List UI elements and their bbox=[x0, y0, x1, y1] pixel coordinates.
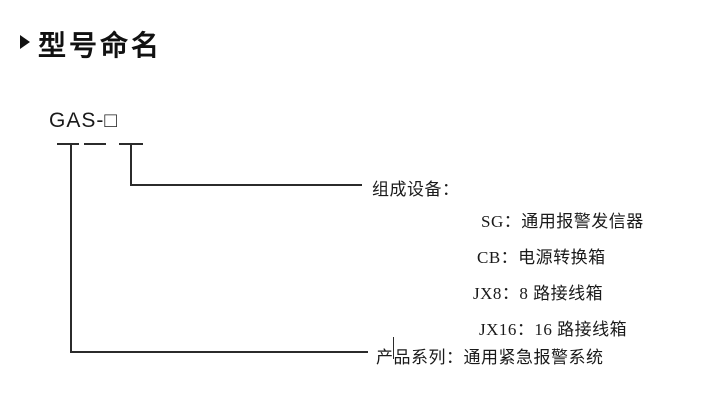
component-connector-horizontal-line bbox=[130, 184, 362, 186]
component-item-jx16: JX16：16 路接线箱 bbox=[479, 320, 628, 339]
component-item-sg: SG：通用报警发信器 bbox=[481, 212, 644, 231]
model-code: GAS-□ bbox=[49, 109, 119, 132]
component-tick bbox=[119, 143, 143, 145]
series-tick-right bbox=[84, 143, 106, 145]
component-equipment-label: 组成设备： bbox=[372, 180, 460, 199]
component-item-jx8: JX8：8 路接线箱 bbox=[473, 284, 604, 303]
triangle-bullet-icon bbox=[20, 35, 30, 49]
product-series-label: 产品系列：通用紧急报警系统 bbox=[376, 348, 604, 367]
series-connector-vertical-line bbox=[70, 145, 72, 353]
series-connector-horizontal-line bbox=[70, 351, 368, 353]
section-title: 型号命名 bbox=[38, 31, 163, 62]
component-connector-vertical-line bbox=[130, 145, 132, 186]
series-tick-left bbox=[57, 143, 79, 145]
component-item-cb: CB：电源转换箱 bbox=[477, 248, 606, 267]
text-cursor bbox=[393, 337, 394, 359]
